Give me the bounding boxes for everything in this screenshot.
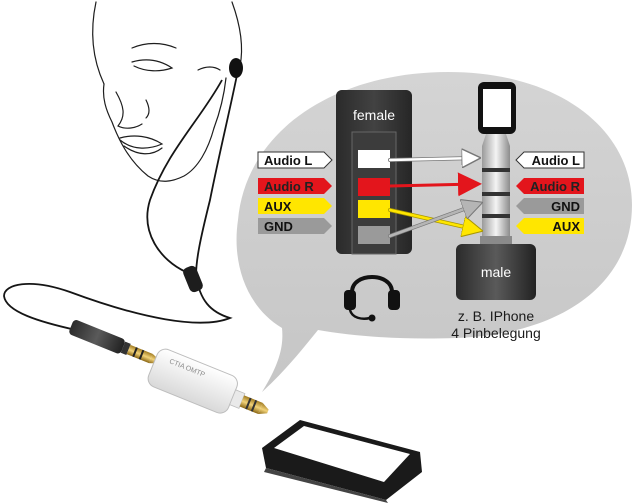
left-pin-label: AUX bbox=[264, 199, 292, 214]
left-pin-labels: Audio L Audio R AUX GND bbox=[257, 151, 333, 234]
black-jack-plug bbox=[69, 320, 159, 364]
arrow-audio-r bbox=[388, 172, 482, 197]
socket-contact-grey bbox=[358, 226, 390, 244]
earphone-cable bbox=[3, 69, 239, 331]
connection-arrows bbox=[388, 158, 482, 238]
right-pin-label: AUX bbox=[553, 219, 581, 234]
phone-icon bbox=[478, 82, 516, 134]
female-socket bbox=[336, 90, 412, 255]
right-pin-label: Audio R bbox=[530, 179, 580, 194]
male-title: male bbox=[481, 264, 512, 280]
right-pin-audio-r: Audio R bbox=[516, 178, 584, 194]
right-pin-aux: AUX bbox=[516, 218, 584, 234]
male-plug bbox=[456, 134, 536, 300]
left-pin-label: Audio R bbox=[264, 179, 314, 194]
male-caption-line1: z. B. IPhone bbox=[458, 308, 534, 324]
socket-contact-yellow bbox=[358, 200, 390, 218]
white-adapter: CTIA OMTP bbox=[147, 348, 269, 415]
inline-remote bbox=[183, 265, 203, 293]
socket-contact-red bbox=[358, 178, 390, 196]
left-pin-gnd: GND bbox=[258, 218, 332, 234]
left-pin-audio-l: Audio L bbox=[257, 151, 333, 169]
right-pin-audio-l: Audio L bbox=[515, 151, 585, 169]
headset-icon bbox=[344, 275, 400, 322]
left-pin-audio-r: Audio R bbox=[258, 178, 332, 194]
left-pin-label: GND bbox=[264, 219, 293, 234]
right-pin-gnd: GND bbox=[516, 198, 584, 214]
woman-face-illustration bbox=[92, 1, 243, 182]
right-pin-label: GND bbox=[551, 199, 580, 214]
right-pin-labels: Audio L Audio R GND AUX bbox=[515, 151, 585, 234]
socket-contact-white bbox=[358, 150, 390, 168]
right-pin-label: Audio L bbox=[532, 153, 580, 168]
left-pin-label: Audio L bbox=[264, 153, 312, 168]
earbud bbox=[229, 58, 243, 78]
female-title: female bbox=[353, 107, 395, 123]
smartphone bbox=[262, 420, 422, 503]
male-caption-line2: 4 Pinbelegung bbox=[451, 325, 541, 341]
left-pin-aux: AUX bbox=[258, 198, 332, 214]
